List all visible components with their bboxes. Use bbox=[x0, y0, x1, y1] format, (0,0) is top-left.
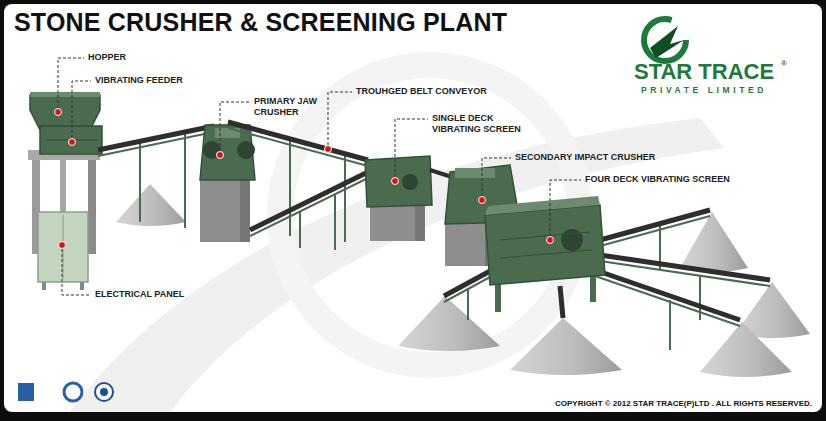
logo-mark: ® bbox=[781, 59, 787, 68]
callout-label: PRIMARY JAW CRUSHER bbox=[254, 96, 320, 118]
callout-label: TROUHGED BELT CONVEYOR bbox=[356, 86, 487, 97]
callout-label: SECONDARY IMPACT CRUSHER bbox=[515, 152, 655, 163]
callout-label: VIBRATING FEEDER bbox=[95, 75, 183, 86]
callout-label: FOUR DECK VIBRATING SCREEN bbox=[585, 174, 730, 185]
callout-label: SINGLE DECK VIBRATING SCREEN bbox=[432, 113, 532, 135]
logo-subtitle: PRIVATE LIMITED bbox=[641, 85, 767, 95]
callout-label: ELECTRICAL PANEL bbox=[95, 289, 184, 300]
diagram-title: STONE CRUSHER & SCREENING PLANT bbox=[14, 8, 507, 37]
copyright-note: COPYRIGHT © 2012 STAR TRACE(P)LTD . ALL … bbox=[555, 399, 812, 408]
logo-name: STAR TRACE bbox=[634, 59, 774, 85]
callout-label: HOPPER bbox=[88, 52, 126, 63]
